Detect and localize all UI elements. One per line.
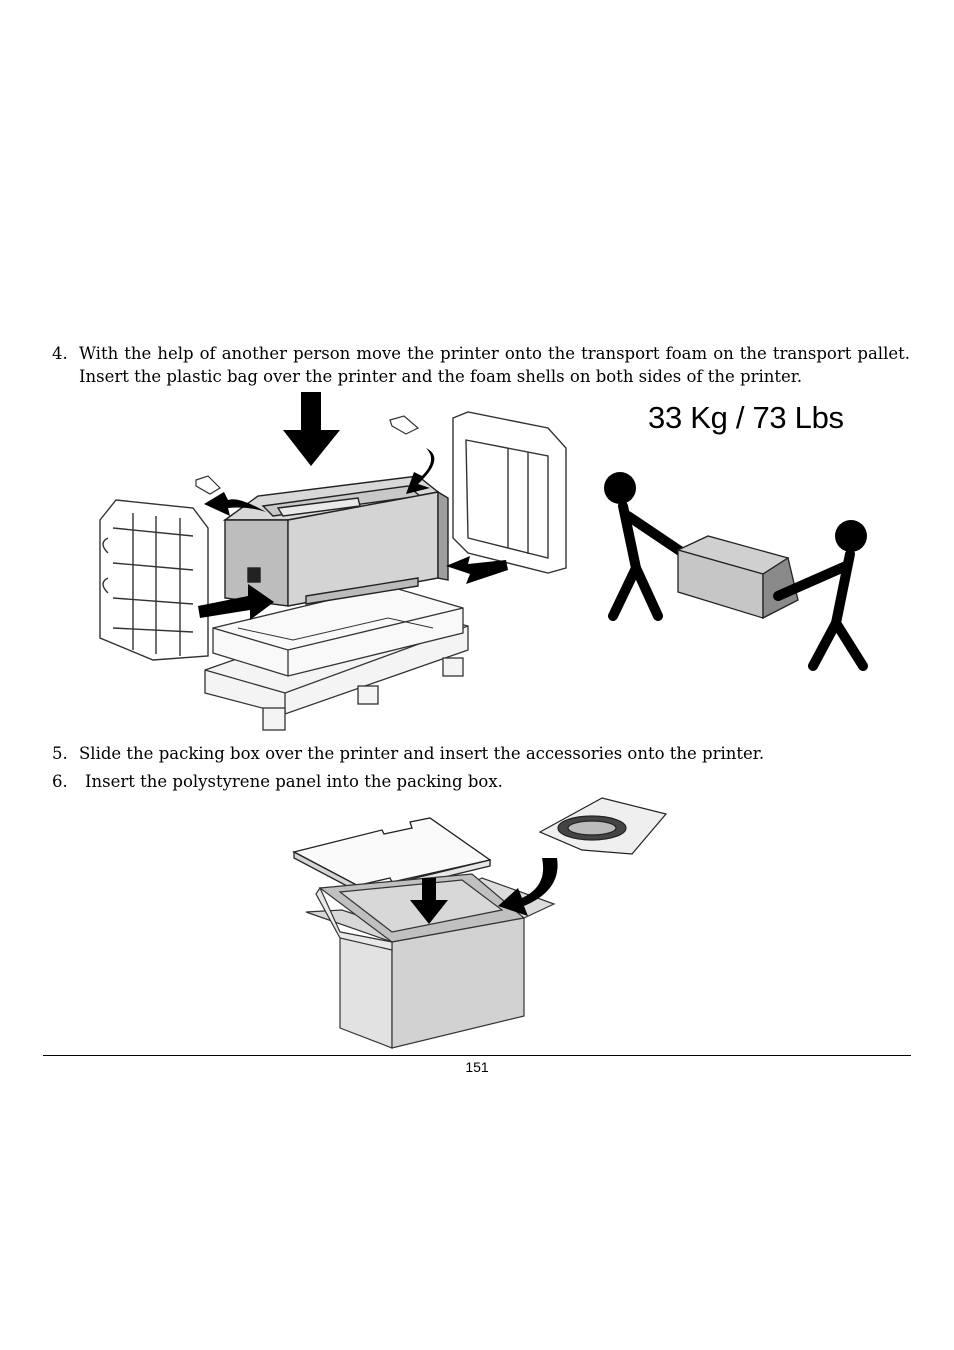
- carried-printer: [676, 535, 799, 620]
- step-number: 6.: [52, 772, 68, 791]
- printer: [222, 475, 449, 607]
- step-text: With the help of another person move the…: [79, 344, 910, 386]
- packing-box-illustration: [292, 792, 670, 1050]
- step-6: 6. Insert the polystyrene panel into the…: [52, 770, 910, 793]
- paper-sheets: [195, 415, 420, 495]
- step-5: 5. Slide the packing box over the printe…: [52, 742, 910, 765]
- step-number: 4.: [52, 344, 68, 363]
- step-text: Insert the polystyrene panel into the pa…: [85, 772, 503, 791]
- step-4: 4. With the help of another person move …: [52, 342, 910, 388]
- arrows: [410, 858, 558, 924]
- transport-foam-tray: [212, 585, 464, 677]
- arrows: [198, 392, 508, 620]
- right-foam-shell: [452, 411, 567, 574]
- weight-label: 33 Kg / 73 Lbs: [648, 400, 844, 435]
- printer-packing-illustration: [88, 388, 873, 738]
- accessory-bag: [538, 797, 668, 855]
- step-number: 5.: [52, 744, 68, 763]
- page-number: 151: [465, 1059, 489, 1075]
- footer-rule: [43, 1055, 911, 1056]
- person-right: [773, 520, 868, 671]
- left-foam-shell: [99, 499, 209, 661]
- person-left: [604, 472, 688, 621]
- step-text: Slide the packing box over the printer a…: [79, 744, 765, 763]
